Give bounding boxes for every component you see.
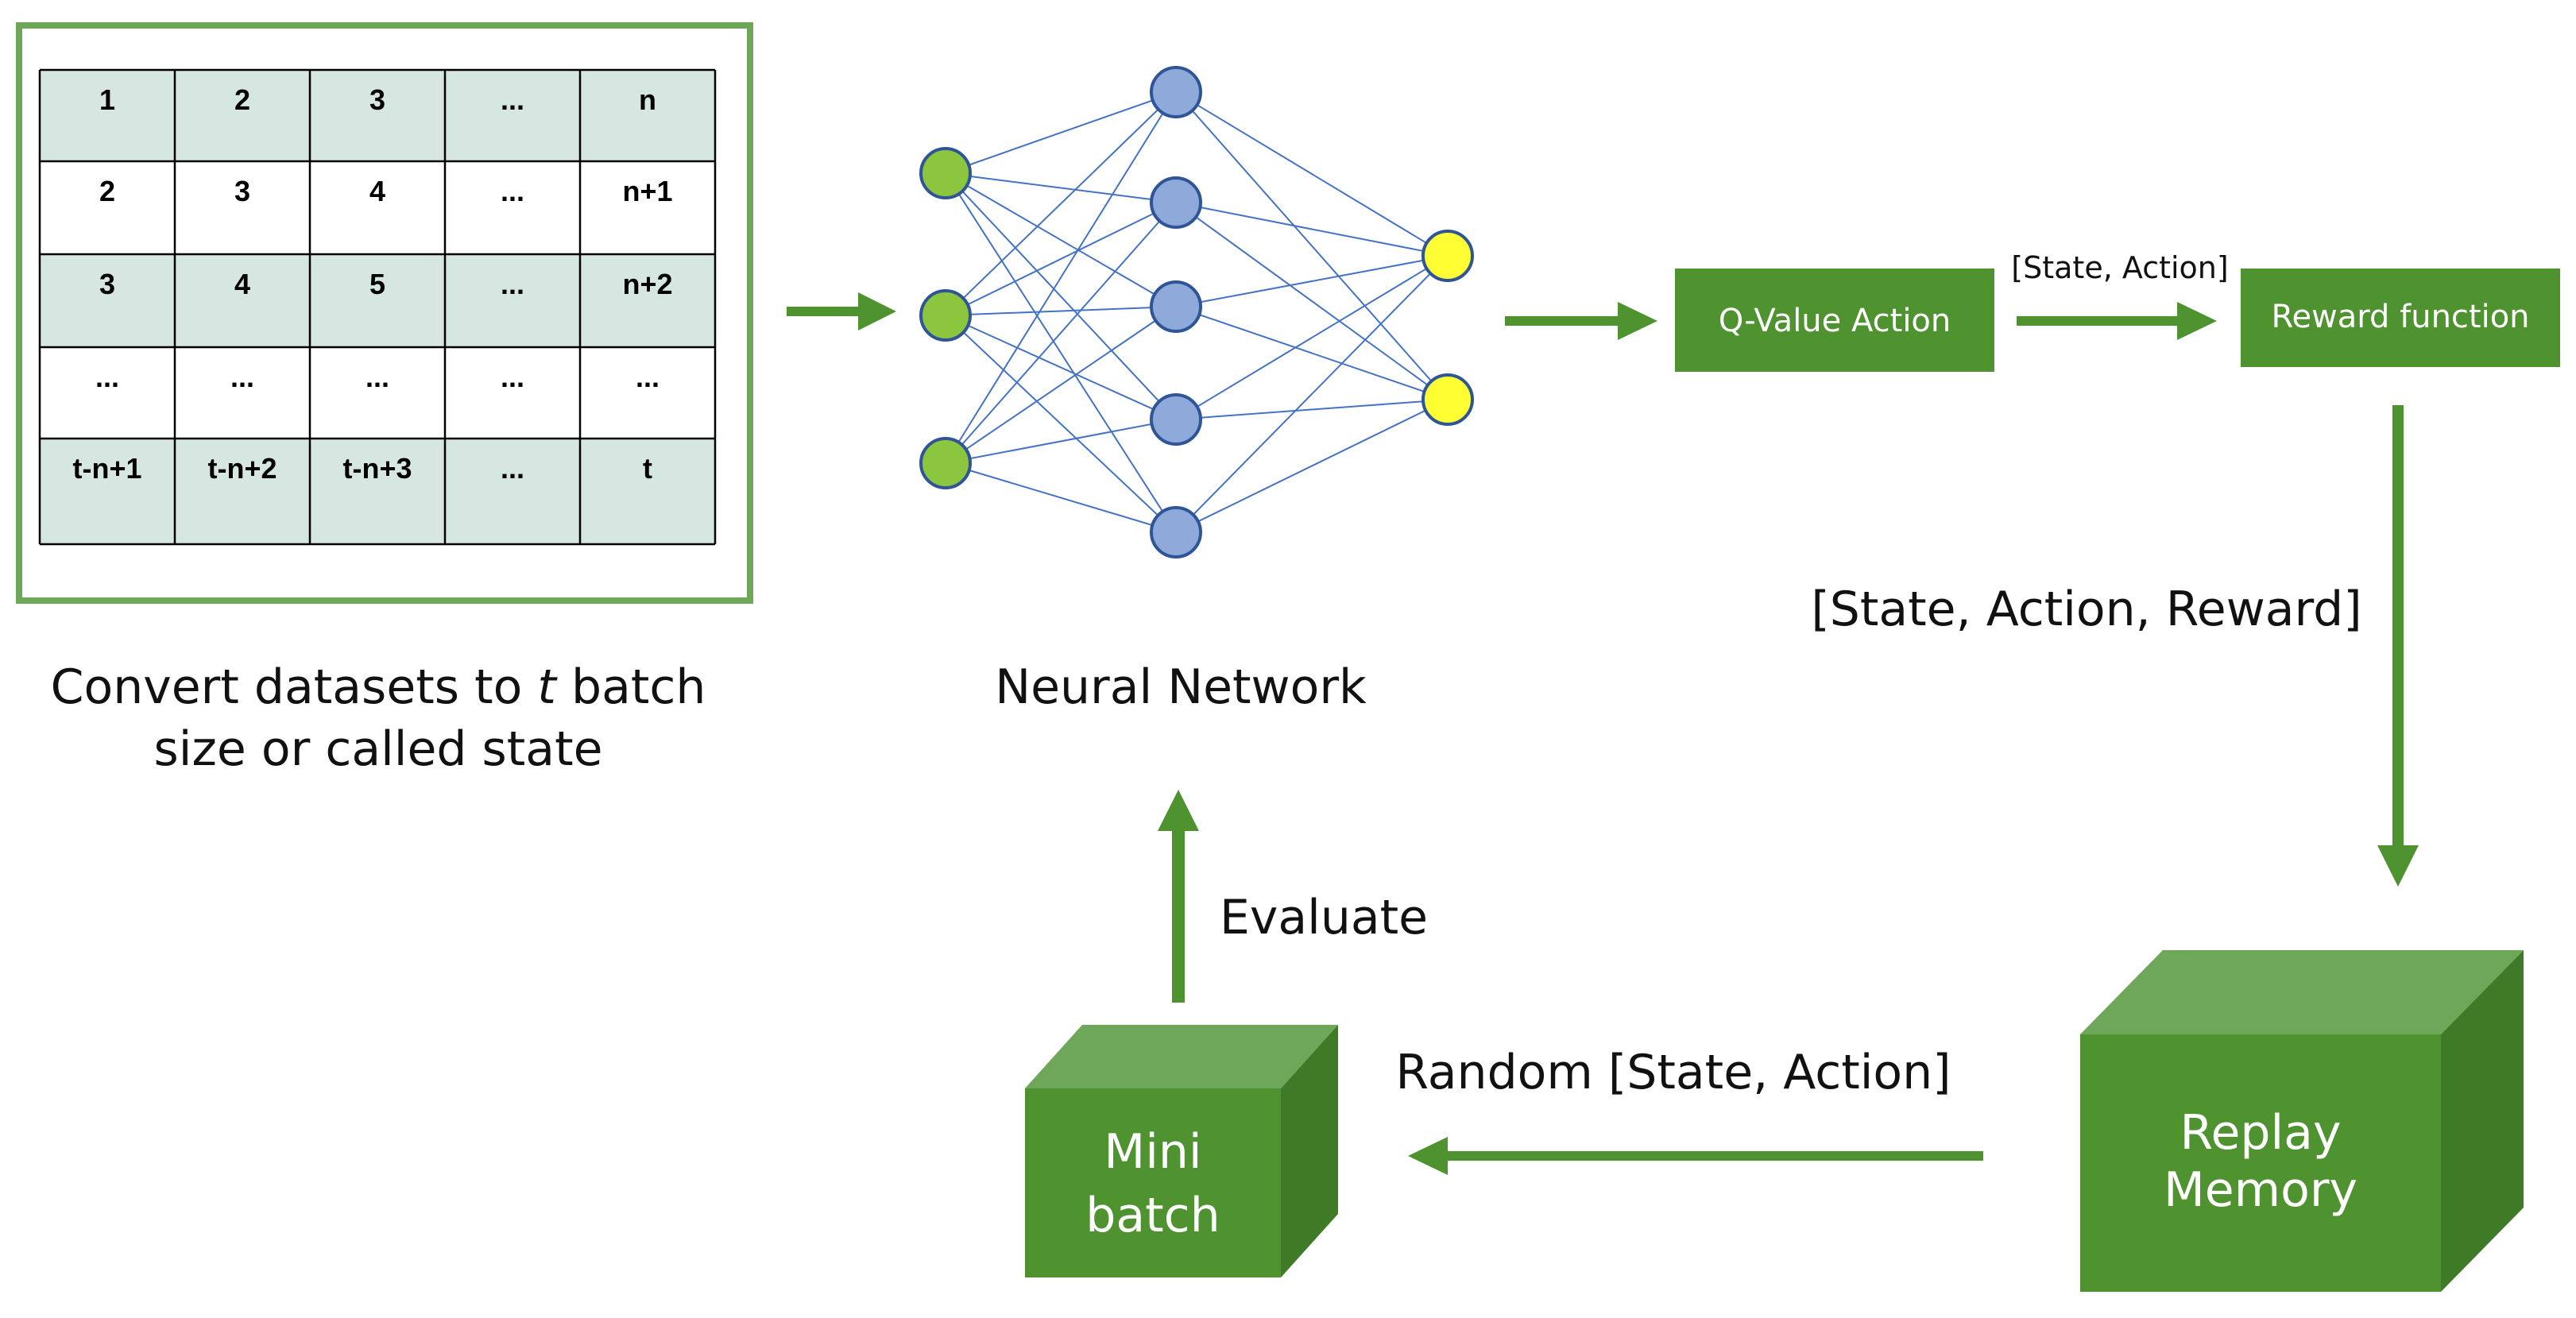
- network-edge: [1175, 306, 1449, 400]
- table-cell: ...: [636, 361, 659, 393]
- table-caption-line1: Convert datasets to t batch: [51, 659, 706, 715]
- input-node: [919, 147, 972, 199]
- network-edge: [1175, 255, 1449, 420]
- table-cell: t-n+2: [207, 452, 277, 485]
- mini-batch-label-line2: batch: [1085, 1188, 1220, 1243]
- network-edge: [945, 315, 1177, 420]
- arrow-qvalue-to-reward: [2017, 302, 2217, 340]
- table-cell: ...: [501, 361, 524, 393]
- replay-memory-label-line2: Memory: [2164, 1162, 2357, 1218]
- hidden-node: [1150, 393, 1202, 446]
- arrow-reward-to-replay: [2377, 405, 2419, 887]
- state-table: 1 2 3... n 2 3 4... n+1 3 4 5... n+2...............…: [38, 68, 717, 546]
- network-edge: [945, 202, 1177, 464]
- table-row-bg: [40, 439, 715, 544]
- output-node: [1421, 230, 1474, 282]
- network-nodes: [919, 66, 1474, 559]
- table-row-bg: [40, 347, 715, 439]
- state-action-reward-label: [State, Action, Reward]: [1811, 582, 2361, 637]
- network-edge: [945, 462, 1177, 533]
- network-edge: [945, 91, 1177, 316]
- table-row-bg: [40, 161, 715, 254]
- table-frame: [16, 22, 753, 604]
- network-edge: [945, 202, 1177, 316]
- state-table-panel: 1 2 3... n 2 3 4... n+1 3 4 5... n+2...............…: [16, 22, 753, 604]
- network-edge: [945, 91, 1177, 464]
- network-edge: [945, 306, 1177, 316]
- arrow-replay-to-minibatch: [1408, 1137, 1983, 1175]
- table-cell: t: [643, 452, 652, 485]
- network-edges: [945, 91, 1449, 533]
- network-edge: [945, 419, 1177, 464]
- network-label: Neural Network: [995, 659, 1367, 715]
- table-cell: 3: [369, 83, 385, 116]
- network-edge: [1175, 255, 1449, 307]
- network-edge: [945, 172, 1177, 533]
- reward-function-box: Reward function: [2241, 269, 2560, 367]
- table-cell: ...: [501, 175, 524, 207]
- table-cell: n+2: [622, 268, 672, 300]
- table-cell: 4: [234, 268, 250, 300]
- input-node: [919, 437, 972, 489]
- table-cell: ...: [501, 83, 524, 116]
- table-cell: ...: [95, 361, 119, 393]
- network-edge: [945, 172, 1177, 203]
- network-edge: [1175, 255, 1449, 533]
- replay-memory-cube: Replay Memory: [2080, 950, 2524, 1292]
- arrow-minibatch-to-network: [1158, 790, 1199, 1003]
- table-cell: ...: [501, 268, 524, 300]
- arrow-table-to-network: [787, 292, 896, 330]
- network-edge: [1175, 91, 1449, 400]
- table-cell: 2: [234, 83, 250, 116]
- network-edge: [945, 306, 1177, 464]
- table-row-bg: [40, 70, 715, 161]
- table-cell: 2: [99, 175, 115, 207]
- network-edge: [945, 315, 1177, 533]
- network-edge: [1175, 202, 1449, 400]
- network-edge: [945, 172, 1177, 420]
- table-cell: t-n+3: [342, 452, 412, 485]
- arrow-network-to-qvalue: [1505, 302, 1657, 340]
- table-cell: 3: [99, 268, 115, 300]
- mini-batch-label-line1: Mini: [1104, 1124, 1201, 1180]
- hidden-node: [1150, 176, 1202, 229]
- table-cell: 5: [369, 268, 385, 300]
- table-cell: 1: [99, 83, 115, 116]
- table-cell: ...: [230, 361, 254, 393]
- mini-batch-cube: Mini batch: [1025, 1025, 1338, 1277]
- table-cell: t-n+1: [72, 452, 141, 485]
- table-caption-line2: size or called state: [153, 721, 602, 777]
- state-action-label: [State, Action]: [2011, 250, 2228, 285]
- table-row-bg: [40, 254, 715, 347]
- hidden-node: [1150, 280, 1202, 333]
- hidden-node: [1150, 506, 1202, 559]
- output-node: [1421, 373, 1474, 426]
- reward-function-label: Reward function: [2271, 299, 2529, 335]
- table-cell: ...: [366, 361, 389, 393]
- table-cell: ...: [501, 452, 524, 485]
- network-edge: [1175, 91, 1449, 257]
- q-value-action-box: Q-Value Action: [1675, 269, 1994, 372]
- network-edge: [1175, 399, 1449, 420]
- replay-memory-label-line1: Replay: [2180, 1105, 2342, 1161]
- q-value-action-label: Q-Value Action: [1719, 303, 1951, 339]
- evaluate-label: Evaluate: [1220, 890, 1428, 945]
- network-edge: [945, 172, 1177, 307]
- table-cell: n+1: [622, 175, 672, 207]
- network-edge: [1175, 399, 1449, 533]
- network-edge: [945, 91, 1177, 174]
- network-edge: [1175, 202, 1449, 257]
- table-cell: 4: [369, 175, 385, 207]
- random-state-action-label: Random [State, Action]: [1395, 1045, 1951, 1100]
- input-node: [919, 289, 972, 342]
- table-cell: 3: [234, 175, 250, 207]
- hidden-node: [1150, 66, 1202, 118]
- table-cell: n: [639, 83, 656, 116]
